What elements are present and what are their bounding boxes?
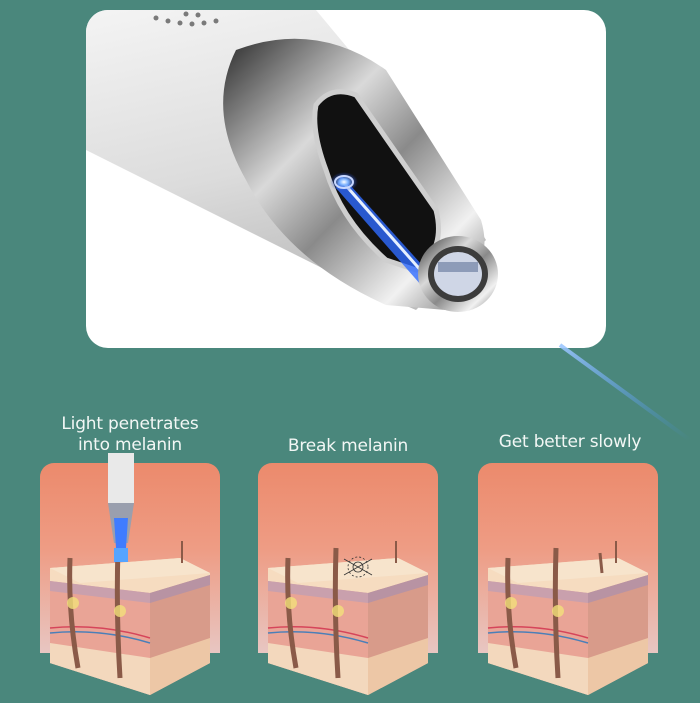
step-1-label-line2: into melanin xyxy=(78,435,182,455)
skin-cube-icon xyxy=(49,541,210,695)
step-3-card xyxy=(478,463,658,695)
step-2-label: Break melanin xyxy=(287,436,409,456)
step-1-card xyxy=(40,453,220,695)
melanin-fragments-icon xyxy=(343,556,373,578)
shattered-melanin-icon xyxy=(267,541,428,695)
clear-skin-icon xyxy=(487,541,648,695)
laser-pen-icon xyxy=(86,10,498,312)
pen-over-skin-icon xyxy=(49,453,210,695)
step-1-label: Light penetrates into melanin xyxy=(40,414,220,456)
step-3-label: Get better slowly xyxy=(498,432,642,452)
step-1-label-line1: Light penetrates xyxy=(61,414,199,434)
step-2-card xyxy=(258,463,438,695)
product-hero-panel xyxy=(86,10,606,348)
pen-tip-icon xyxy=(108,453,134,562)
vent-holes-icon xyxy=(153,11,219,27)
